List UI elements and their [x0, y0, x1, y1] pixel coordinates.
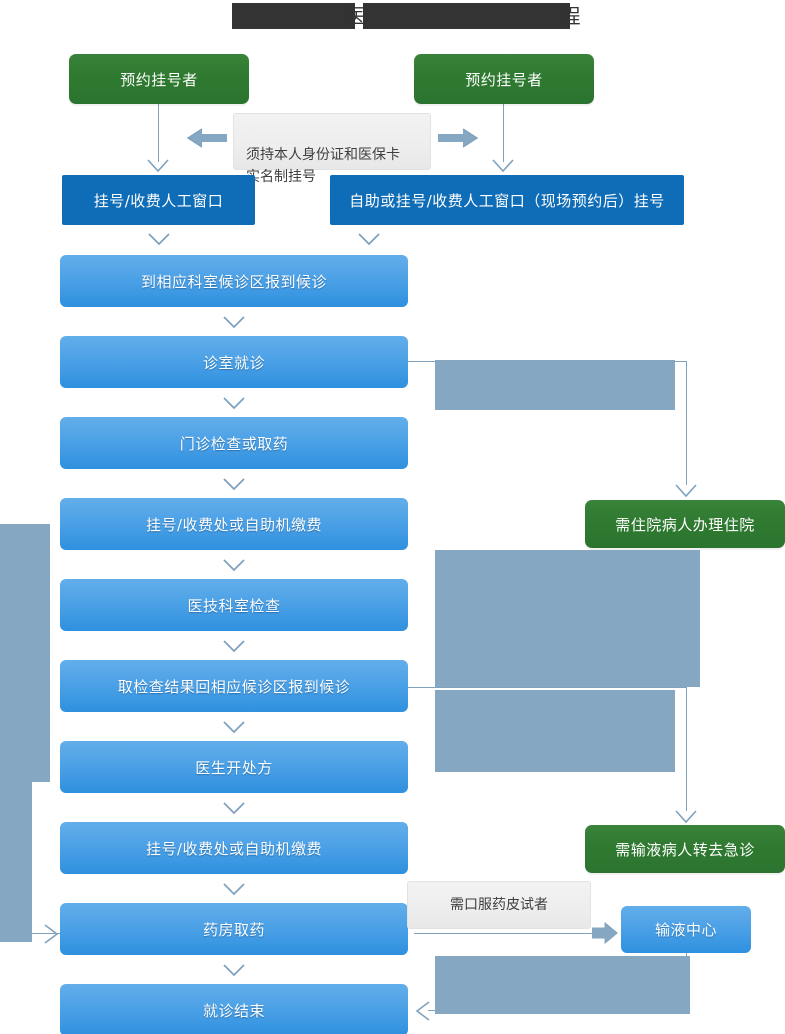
title-redaction-bar-2	[363, 3, 570, 29]
connector-left-block-to-pharmacy	[30, 933, 60, 934]
redaction-block-left-upper	[0, 524, 50, 782]
node-step-6-label: 取检查结果回相应候诊区报到候诊	[117, 677, 351, 696]
chevron-step-4-to-5	[222, 558, 245, 572]
node-inpatient-label: 需住院病人办理住院	[615, 515, 755, 534]
chevron-step-1-to-2	[222, 315, 245, 329]
redaction-block-right-2	[435, 550, 700, 687]
node-registrant-left-label: 预约挂号者	[120, 70, 198, 89]
node-window-left[interactable]: 挂号/收费人工窗口	[62, 175, 255, 229]
node-registrant-right[interactable]: 预约挂号者	[414, 54, 594, 107]
connector-result-to-emergency-vertical	[686, 687, 687, 811]
chevron-step-5-to-6	[222, 639, 245, 653]
arrowhead-right-window	[492, 158, 514, 173]
connector-left-registrant-to-window	[158, 104, 159, 162]
redaction-block-right-4	[435, 956, 690, 1014]
connector-consult-to-inpatient-vertical	[686, 361, 687, 485]
callout-id-card-note-text: 须持本人身份证和医保卡 实名制挂号	[246, 147, 400, 185]
node-inpatient[interactable]: 需住院病人办理住院	[585, 500, 785, 551]
node-step-1[interactable]: 到相应科室候诊区报到候诊	[60, 255, 408, 312]
node-step-3-label: 门诊检查或取药	[179, 434, 289, 453]
node-step-9-label: 药房取药	[202, 920, 265, 939]
chevron-step-6-to-7	[222, 720, 245, 734]
connector-result-to-emergency-horizontal	[408, 687, 686, 688]
arrowhead-visit-end	[412, 1001, 430, 1021]
arrowhead-emergency	[675, 809, 697, 824]
node-window-left-label: 挂号/收费人工窗口	[93, 191, 224, 210]
node-step-2[interactable]: 诊室就诊	[60, 336, 408, 393]
node-registrant-left[interactable]: 预约挂号者	[69, 54, 249, 107]
chevron-step-9-to-10	[222, 963, 245, 977]
redaction-block-right-1	[435, 360, 675, 410]
chevron-right-window-down	[357, 232, 380, 246]
node-emergency[interactable]: 需输液病人转去急诊	[585, 825, 785, 876]
arrow-note-to-right-window	[437, 126, 479, 150]
node-window-right[interactable]: 自助或挂号/收费人工窗口（现场预约后）挂号	[330, 175, 684, 229]
node-emergency-label: 需输液病人转去急诊	[615, 840, 755, 859]
arrow-note-to-left-window	[186, 126, 228, 150]
page-title-fragment-mid: 医	[345, 4, 366, 28]
node-step-9[interactable]: 药房取药	[60, 903, 408, 960]
node-infusion-center[interactable]: 输液中心	[621, 906, 751, 958]
node-step-4[interactable]: 挂号/收费处或自助机缴费	[60, 498, 408, 555]
redaction-block-left-lower	[0, 760, 32, 942]
node-window-right-label: 自助或挂号/收费人工窗口（现场预约后）挂号	[349, 191, 665, 210]
redaction-block-right-3	[435, 690, 675, 772]
arrowhead-left-window	[147, 158, 169, 173]
node-step-7[interactable]: 医生开处方	[60, 741, 408, 798]
connector-pharmacy-to-infusion	[414, 933, 596, 934]
node-step-10[interactable]: 就诊结束	[60, 984, 408, 1034]
chevron-step-7-to-8	[222, 801, 245, 815]
node-step-5[interactable]: 医技科室检查	[60, 579, 408, 636]
connector-right-registrant-to-window	[503, 104, 504, 162]
node-step-1-label: 到相应科室候诊区报到候诊	[140, 272, 327, 291]
node-step-3[interactable]: 门诊检查或取药	[60, 417, 408, 474]
node-step-6[interactable]: 取检查结果回相应候诊区报到候诊	[60, 660, 408, 717]
arrowhead-inpatient	[675, 483, 697, 498]
callout-id-card-note: 须持本人身份证和医保卡 实名制挂号	[233, 113, 431, 185]
arrowhead-pharmacy-left	[44, 924, 60, 944]
node-registrant-right-label: 预约挂号者	[465, 70, 543, 89]
node-step-2-label: 诊室就诊	[202, 353, 265, 372]
chevron-step-3-to-4	[222, 477, 245, 491]
node-step-8[interactable]: 挂号/收费处或自助机缴费	[60, 822, 408, 879]
node-step-8-label: 挂号/收费处或自助机缴费	[145, 839, 323, 858]
page-title-fragment-end: 程	[560, 4, 582, 28]
arrowhead-infusion-right	[592, 922, 618, 944]
node-step-5-label: 医技科室检查	[187, 596, 281, 615]
node-infusion-center-label: 输液中心	[654, 921, 717, 939]
title-redaction-bar-1	[232, 3, 355, 29]
callout-skin-test-note: 需口服药皮试者	[407, 881, 591, 929]
chevron-left-window-down	[147, 232, 170, 246]
node-step-10-label: 就诊结束	[202, 1001, 265, 1020]
callout-skin-test-note-text: 需口服药皮试者	[450, 897, 548, 913]
node-step-4-label: 挂号/收费处或自助机缴费	[145, 515, 323, 534]
chevron-step-2-to-3	[222, 396, 245, 410]
node-step-7-label: 医生开处方	[195, 758, 273, 777]
chevron-step-8-to-9	[222, 882, 245, 896]
